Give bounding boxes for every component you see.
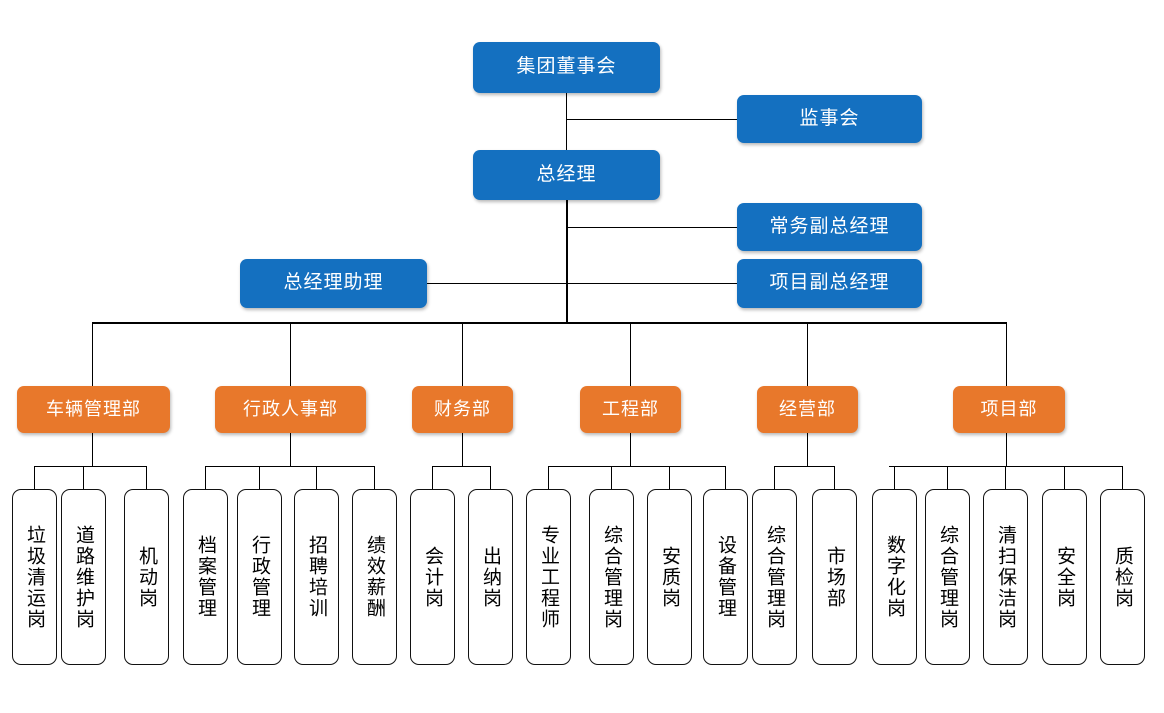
drop-dept-3 — [462, 322, 463, 387]
bus-dept-6 — [889, 466, 1123, 467]
department-node-4[interactable]: 工程部 — [580, 386, 681, 433]
stem-dept-5 — [807, 433, 808, 466]
drop-leaf-11 — [611, 466, 612, 489]
position-node-2[interactable]: 道路维护岗 — [61, 489, 106, 665]
position-node-4[interactable]: 档案管理 — [183, 489, 228, 665]
board-down-stem — [566, 93, 567, 150]
stem-dept-3 — [462, 433, 463, 466]
position-label: 机动岗 — [136, 545, 157, 609]
drop-leaf-4 — [205, 466, 206, 489]
department-node-2[interactable]: 行政人事部 — [215, 386, 366, 433]
stem-dept-4 — [630, 433, 631, 466]
position-label: 绩效薪酬 — [364, 535, 385, 619]
drop-leaf-1 — [34, 466, 35, 489]
drop-leaf-8 — [432, 466, 433, 489]
department-node-1[interactable]: 车辆管理部 — [17, 386, 170, 433]
position-node-12[interactable]: 安质岗 — [647, 489, 692, 665]
drop-leaf-10 — [548, 466, 549, 489]
department-node-3[interactable]: 财务部 — [412, 386, 513, 433]
drop-leaf-17 — [947, 466, 948, 489]
bus-dept-5 — [774, 466, 834, 467]
position-node-11[interactable]: 综合管理岗 — [589, 489, 634, 665]
position-label: 专业工程师 — [538, 524, 559, 630]
position-label: 安质岗 — [659, 545, 680, 609]
position-label: 会计岗 — [422, 545, 443, 609]
position-label: 行政管理 — [249, 535, 270, 619]
dept-bus — [92, 322, 1006, 324]
drop-leaf-2 — [83, 466, 84, 489]
drop-leaf-15 — [834, 466, 835, 489]
board-to-supervisory — [566, 119, 737, 120]
position-node-8[interactable]: 会计岗 — [410, 489, 455, 665]
position-label: 市场部 — [824, 545, 845, 609]
position-node-13[interactable]: 设备管理 — [703, 489, 748, 665]
position-label: 垃圾清运岗 — [24, 524, 45, 630]
gm-to-project-vp — [427, 283, 737, 284]
position-label: 质检岗 — [1112, 545, 1133, 609]
exec-node-general-manager[interactable]: 总经理 — [473, 150, 660, 200]
bus-dept-4 — [548, 466, 725, 467]
drop-leaf-13 — [725, 466, 726, 489]
position-node-18[interactable]: 清扫保洁岗 — [983, 489, 1028, 665]
position-node-14[interactable]: 综合管理岗 — [752, 489, 797, 665]
gm-down-stem — [566, 200, 568, 323]
position-label: 设备管理 — [715, 535, 736, 619]
drop-dept-6 — [1006, 322, 1007, 387]
drop-leaf-20 — [1122, 466, 1123, 489]
position-node-5[interactable]: 行政管理 — [237, 489, 282, 665]
exec-node-project-vp[interactable]: 项目副总经理 — [737, 259, 922, 308]
department-node-6[interactable]: 项目部 — [953, 386, 1065, 433]
drop-leaf-14 — [774, 466, 775, 489]
position-node-15[interactable]: 市场部 — [812, 489, 857, 665]
gm-to-executive-vp — [566, 227, 737, 228]
position-label: 招聘培训 — [306, 535, 327, 619]
position-label: 综合管理岗 — [764, 524, 785, 630]
drop-dept-1 — [92, 322, 93, 387]
position-label: 综合管理岗 — [937, 524, 958, 630]
position-node-16[interactable]: 数字化岗 — [872, 489, 917, 665]
drop-dept-5 — [807, 322, 808, 387]
position-label: 安全岗 — [1054, 545, 1075, 609]
position-label: 出纳岗 — [480, 545, 501, 609]
stem-dept-1 — [92, 433, 93, 466]
drop-leaf-19 — [1064, 466, 1065, 489]
drop-leaf-18 — [1005, 466, 1006, 489]
position-label: 数字化岗 — [884, 535, 905, 619]
position-label: 档案管理 — [195, 535, 216, 619]
exec-node-board[interactable]: 集团董事会 — [473, 42, 660, 93]
position-node-17[interactable]: 综合管理岗 — [925, 489, 970, 665]
exec-node-supervisory[interactable]: 监事会 — [737, 95, 922, 143]
drop-leaf-3 — [146, 466, 147, 489]
position-node-9[interactable]: 出纳岗 — [468, 489, 513, 665]
drop-leaf-12 — [669, 466, 670, 489]
drop-leaf-7 — [374, 466, 375, 489]
position-node-7[interactable]: 绩效薪酬 — [352, 489, 397, 665]
drop-leaf-6 — [316, 466, 317, 489]
stem-dept-2 — [290, 433, 291, 466]
stem-dept-6 — [1006, 433, 1007, 466]
position-node-19[interactable]: 安全岗 — [1042, 489, 1087, 665]
position-node-1[interactable]: 垃圾清运岗 — [12, 489, 57, 665]
drop-dept-4 — [630, 322, 631, 387]
position-node-10[interactable]: 专业工程师 — [526, 489, 571, 665]
position-node-20[interactable]: 质检岗 — [1100, 489, 1145, 665]
bus-dept-2 — [205, 466, 375, 467]
position-node-6[interactable]: 招聘培训 — [294, 489, 339, 665]
position-label: 道路维护岗 — [73, 524, 94, 630]
department-node-5[interactable]: 经营部 — [757, 386, 858, 433]
exec-node-executive-vp[interactable]: 常务副总经理 — [737, 203, 922, 251]
drop-leaf-5 — [259, 466, 260, 489]
bus-dept-3 — [432, 466, 490, 467]
position-label: 清扫保洁岗 — [995, 524, 1016, 630]
position-node-3[interactable]: 机动岗 — [124, 489, 169, 665]
drop-leaf-9 — [490, 466, 491, 489]
drop-leaf-16 — [894, 466, 895, 489]
bus-dept-1 — [34, 466, 147, 467]
drop-dept-2 — [290, 322, 291, 387]
exec-node-gm-assistant[interactable]: 总经理助理 — [240, 259, 427, 308]
position-label: 综合管理岗 — [601, 524, 622, 630]
